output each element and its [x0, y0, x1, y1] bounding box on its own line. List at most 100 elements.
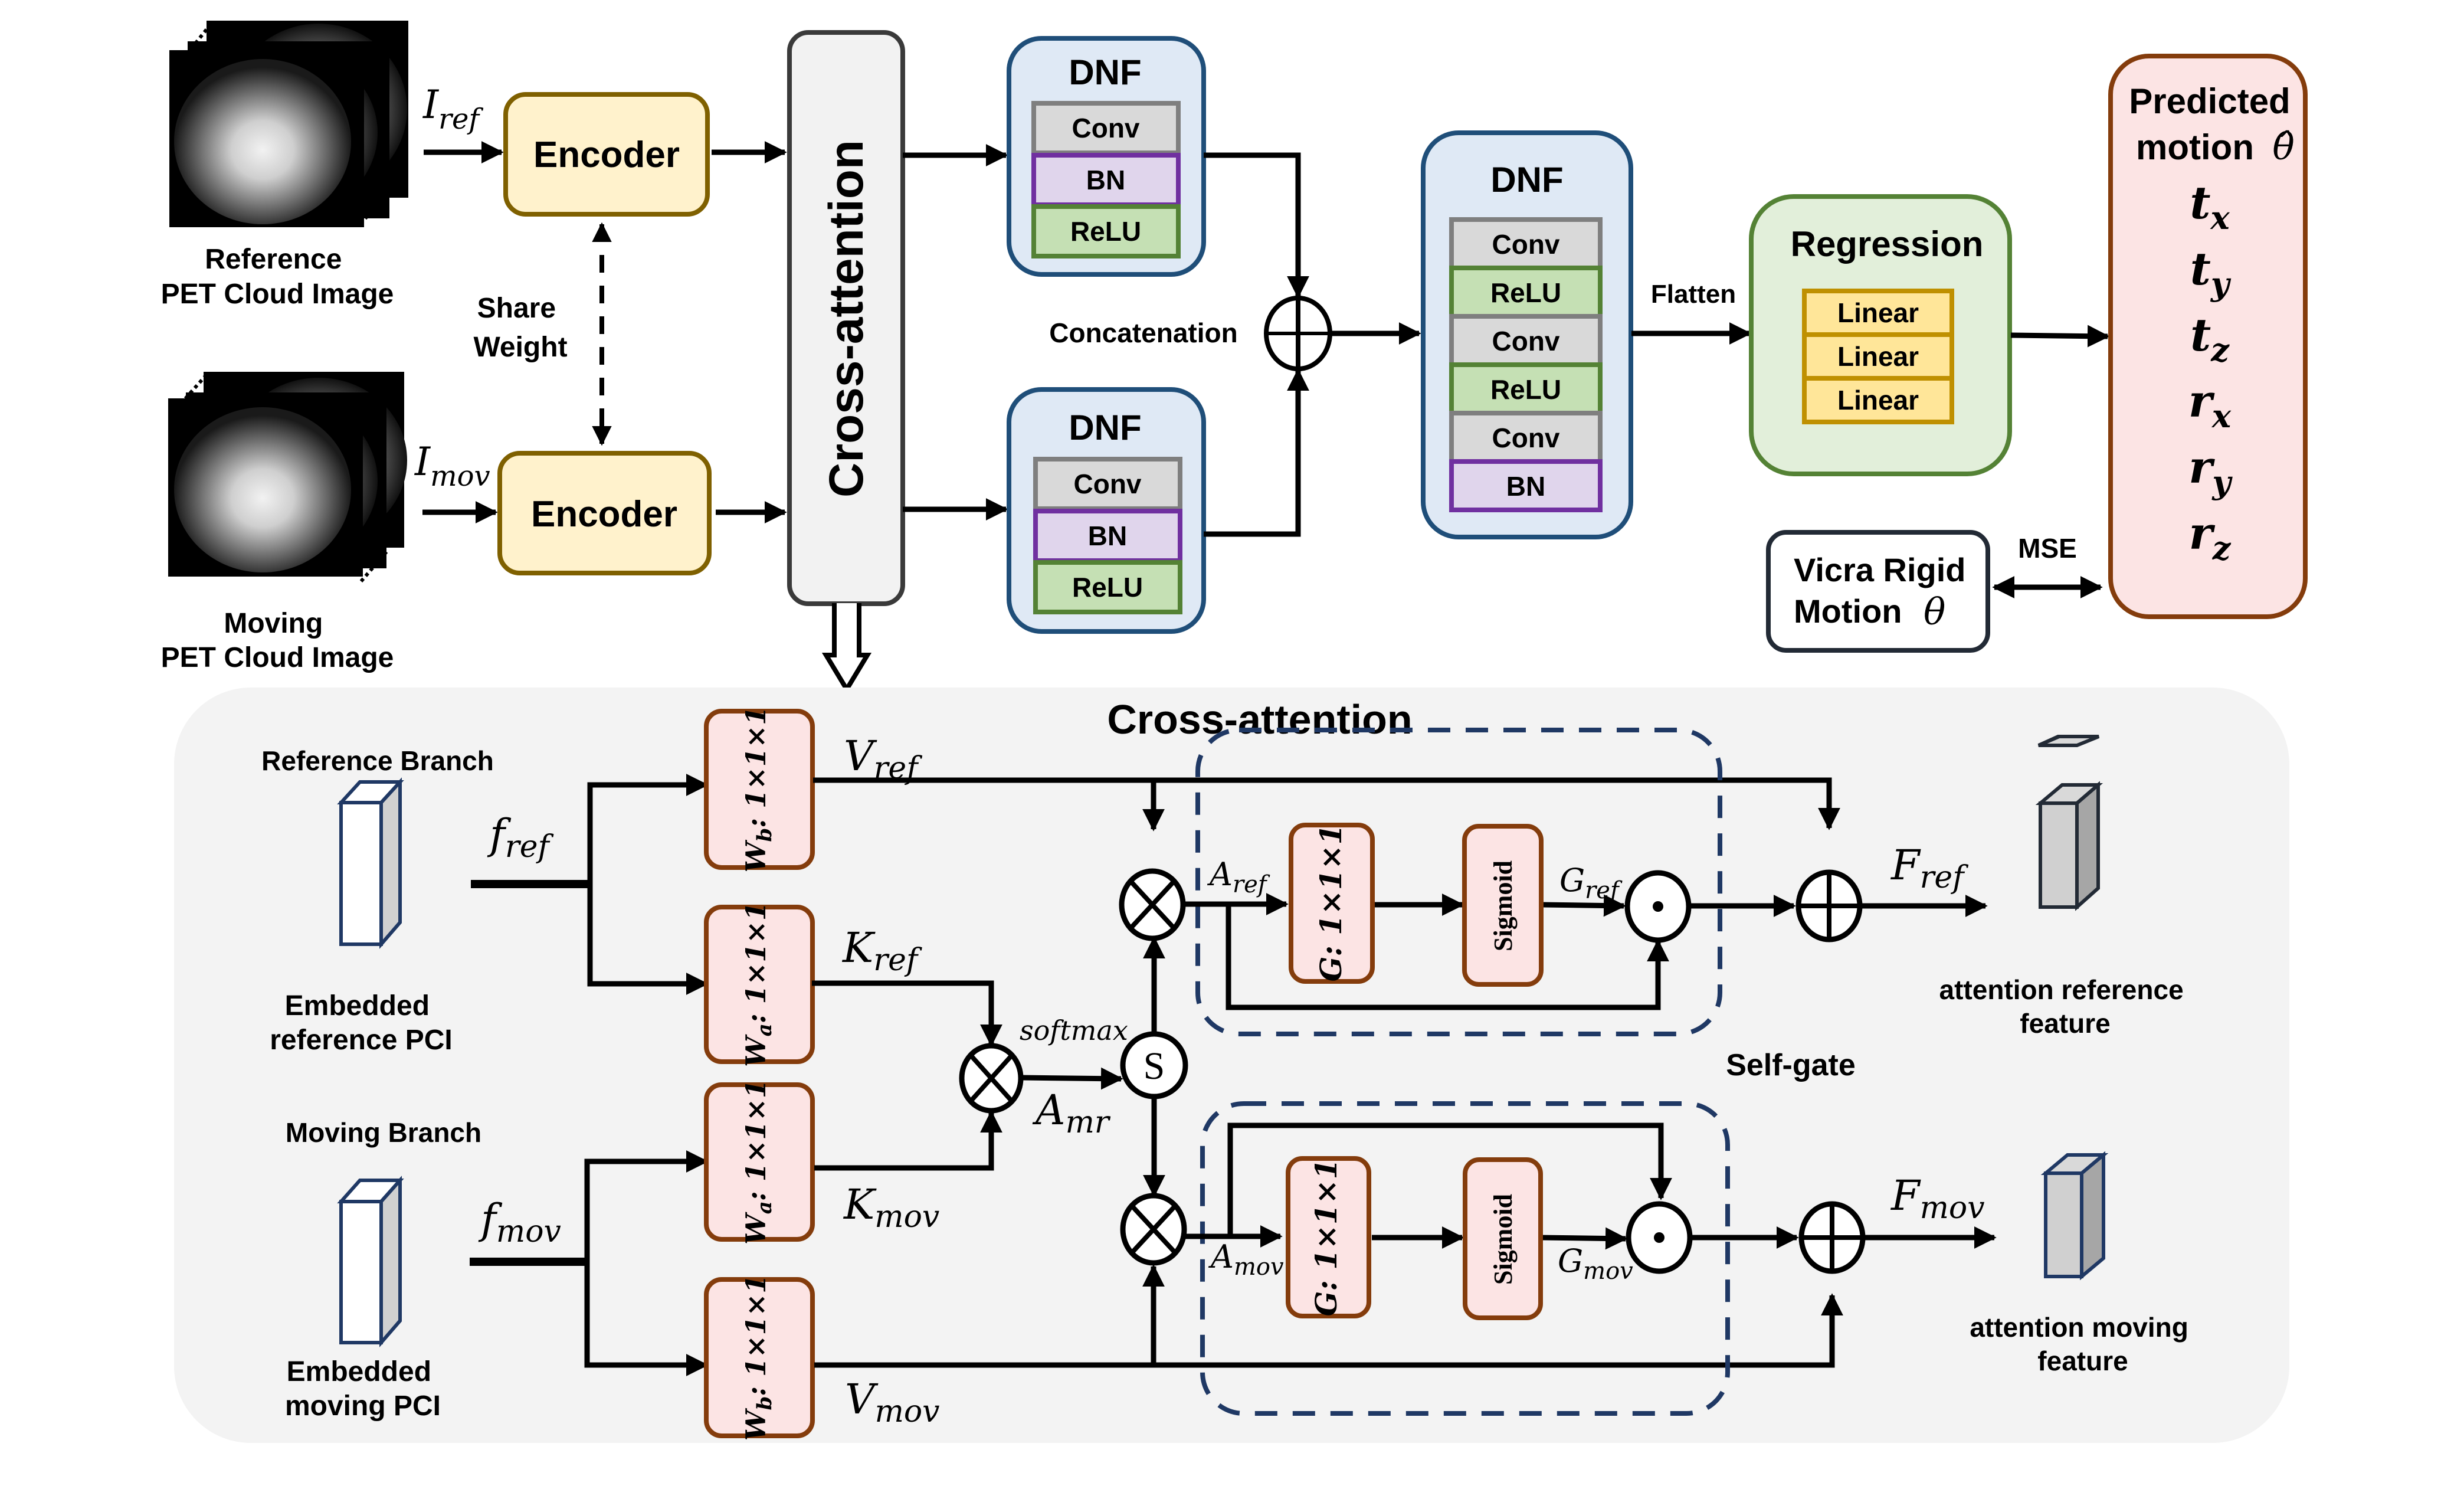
concatenation-label: Concatenation: [1049, 318, 1237, 348]
a-ref-label: Aref: [1207, 856, 1270, 898]
hadamard-icon-mov: [1626, 1201, 1693, 1274]
arrow-sigmoid-dot-ref: [1541, 894, 1626, 917]
arrow-fref-wb: [587, 774, 709, 884]
param-rz: rz: [2189, 507, 2232, 567]
embedded-reference-cube: [337, 777, 404, 950]
svg-text:DNF: DNF: [1490, 160, 1563, 199]
svg-text:DNF: DNF: [1069, 53, 1141, 92]
svg-text:S: S: [1143, 1045, 1165, 1088]
svg-text:ReLU: ReLU: [1490, 374, 1561, 405]
svg-text:Wa: 1×1×1: Wa: 1×1×1: [740, 902, 776, 1067]
reference-pet-image-stack: [169, 21, 408, 227]
embedded-reference-label: Embedded reference PCI: [270, 990, 453, 1056]
arrow-regression-predicted: [2010, 325, 2110, 348]
svg-text:Linear: Linear: [1837, 341, 1919, 372]
svg-text:Cross-attention: Cross-attention: [820, 140, 873, 498]
dnf-bottom-bn: BN: [1033, 509, 1182, 563]
multiply-icon-ref: [1119, 868, 1186, 941]
self-gate-box-ref: [1195, 728, 1722, 1036]
expand-arrow-icon: [821, 603, 872, 694]
dnf-main-layer-relu: ReLU: [1449, 266, 1603, 319]
dnf-main-layer-conv: Conv: [1449, 217, 1603, 270]
arrow-fmov-wa: [584, 1150, 709, 1262]
encoder-top: Encoder: [503, 92, 710, 217]
cross-attention-block: Cross-attention: [787, 30, 905, 606]
self-gate-box-mov: [1200, 1101, 1730, 1416]
multiply-icon-kk: [959, 1043, 1024, 1114]
svg-text:Conv: Conv: [1492, 326, 1560, 356]
cube-attention-mov: [2040, 1151, 2109, 1281]
svg-text:G: 1×1×1: G: 1×1×1: [1309, 1159, 1344, 1317]
param-ty: ty: [2190, 243, 2232, 303]
arrow-multiply-softmax: [1020, 1067, 1123, 1090]
svg-text:Vicra Rigid: Vicra Rigid: [1794, 551, 1966, 588]
embedded-moving-label: Embedded moving PCI: [285, 1356, 441, 1422]
reference-branch-label: Reference Branch: [261, 745, 494, 776]
regression-layer-linear: Linear: [1802, 332, 1954, 381]
attention-reference-label: attention reference feature: [1939, 974, 2191, 1039]
attention-moving-label: attention moving feature: [1970, 1312, 2196, 1376]
arrow-sigmoid-dot-mov: [1539, 1227, 1628, 1250]
sigmoid-box-mov: Sigmoid: [1463, 1157, 1543, 1320]
v-mov-label: Vmov: [845, 1375, 940, 1429]
svg-text:Linear: Linear: [1837, 297, 1919, 328]
hadamard-icon-ref: [1624, 870, 1692, 943]
param-ry: ry: [2188, 441, 2233, 501]
svg-text:Sigmoid: Sigmoid: [1489, 1194, 1518, 1285]
predicted-title-line1: Predicted: [2129, 81, 2290, 121]
concatenation-icon: [1264, 296, 1332, 371]
dnf-main-layer-relu: ReLU: [1449, 362, 1603, 415]
k-mov-label: Kmov: [843, 1180, 939, 1235]
param-tz: tz: [2190, 309, 2230, 369]
svg-text:Conv: Conv: [1074, 469, 1142, 499]
flatten-label: Flatten: [1651, 280, 1736, 309]
k-ref-label: Kref: [841, 924, 922, 978]
weight-box-wb-ref: Wb: 1×1×1: [704, 706, 815, 872]
svg-text:Encoder: Encoder: [533, 135, 680, 175]
add-icon-mov: [1798, 1201, 1866, 1274]
svg-text:ReLU: ReLU: [1072, 572, 1143, 603]
dnf-top-conv: Conv: [1031, 101, 1181, 155]
dnf-block-top: DNF Conv BN ReLU: [1007, 36, 1206, 277]
weight-boxes: Wb: 1×1×1Wa: 1×1×1Wa: 1×1×1Wb: 1×1×1: [704, 706, 815, 1441]
panel-title: Cross-attention: [1107, 696, 1412, 742]
svg-text:DNF: DNF: [1069, 408, 1141, 447]
svg-text:Wb: 1×1×1: Wb: 1×1×1: [740, 1275, 776, 1441]
predicted-motion-block: Predicted motion θ̂: [2108, 54, 2308, 619]
F-ref-label: Fref: [1890, 841, 1968, 895]
mse-label: MSE: [2018, 533, 2077, 564]
svg-text:BN: BN: [1506, 471, 1545, 502]
arrow-aref-skip: [1226, 904, 1669, 1010]
arrow-kref-multiply: [812, 980, 1002, 1047]
arrow-fmov-wb: [584, 1262, 709, 1376]
arrow-dnf-top-concat: [1204, 152, 1309, 299]
embedded-moving-cube: [337, 1176, 404, 1348]
svg-text:ReLU: ReLU: [1070, 216, 1141, 247]
dnf-main-layer-bn: BN: [1449, 459, 1603, 512]
param-tx: tx: [2190, 176, 2230, 237]
predicted-title-line2: motion: [2136, 127, 2254, 167]
i-ref-label: Iref: [422, 82, 483, 136]
reference-image-label: Reference PET Cloud Image: [161, 244, 394, 310]
arrow-dnf-bottom-concat: [1204, 368, 1309, 537]
a-mov-label: Amov: [1208, 1238, 1284, 1281]
g-conv-box-mov: G: 1×1×1: [1286, 1156, 1371, 1318]
share-weight-label: Share Weight: [473, 293, 567, 363]
F-mov-label: Fmov: [1890, 1171, 1985, 1226]
weight-box-wa-ref: Wa: 1×1×1: [704, 902, 815, 1067]
svg-text:Linear: Linear: [1837, 385, 1919, 415]
softmax-label: softmax: [1020, 1014, 1128, 1046]
add-icon-ref: [1795, 869, 1863, 942]
svg-text:Encoder: Encoder: [531, 494, 677, 535]
dnf-main-layer-conv: Conv: [1449, 314, 1603, 367]
dnf-bottom-relu: ReLU: [1033, 560, 1182, 614]
svg-text:Conv: Conv: [1072, 113, 1140, 143]
theta-hat-symbol: θ̂: [2272, 125, 2294, 168]
multiply-icon-mov: [1120, 1193, 1187, 1266]
dnf-bottom-conv: Conv: [1033, 457, 1182, 511]
svg-text:BN: BN: [1086, 165, 1125, 195]
dnf-block-bottom: DNF Conv BN ReLU: [1007, 387, 1206, 634]
encoder-bottom: Encoder: [497, 451, 712, 575]
